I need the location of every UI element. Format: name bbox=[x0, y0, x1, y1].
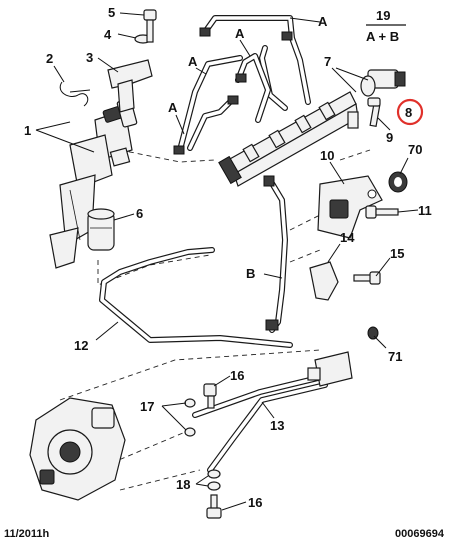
washer-upper-2 bbox=[184, 427, 196, 437]
highlighted-callout-8: 8 bbox=[396, 98, 424, 126]
rail-bolt bbox=[367, 97, 381, 128]
callout-15: 15 bbox=[390, 246, 404, 261]
dashed-guides bbox=[59, 149, 371, 491]
pipe-bracket bbox=[309, 261, 339, 301]
legend-box: 19 A + B bbox=[366, 8, 406, 44]
callout-a-low: A bbox=[168, 100, 178, 115]
injector-clamp bbox=[107, 59, 153, 113]
callout-7: 7 bbox=[324, 54, 331, 69]
callout-4: 4 bbox=[104, 27, 112, 42]
callout-71: 71 bbox=[388, 349, 402, 364]
washer-lower-1 bbox=[207, 469, 221, 479]
connector-nut bbox=[367, 326, 379, 340]
banjo-bolt-lower bbox=[206, 494, 222, 519]
retaining-clip bbox=[59, 81, 91, 107]
callout-3: 3 bbox=[86, 50, 93, 65]
callout-a-left: A bbox=[188, 54, 198, 69]
high-pressure-pump bbox=[29, 397, 126, 501]
footer-reference: 00069694 bbox=[395, 528, 444, 540]
pipe-bracket-bolt bbox=[353, 271, 381, 285]
callout-2: 2 bbox=[46, 51, 53, 66]
callout-9: 9 bbox=[386, 130, 393, 145]
hp-pipes-a bbox=[173, 15, 311, 155]
supply-pipes bbox=[192, 375, 328, 473]
callout-18: 18 bbox=[176, 477, 190, 492]
callout-13: 13 bbox=[270, 418, 284, 433]
callout-70: 70 bbox=[408, 142, 422, 157]
legend-text: A + B bbox=[366, 29, 399, 44]
return-pipe-b bbox=[99, 175, 293, 348]
washer-upper-1 bbox=[184, 398, 196, 408]
callout-1: 1 bbox=[24, 123, 31, 138]
callout-16-upper: 16 bbox=[230, 368, 244, 383]
callout-8: 8 bbox=[405, 105, 412, 120]
callout-a-mid: A bbox=[235, 26, 245, 41]
callout-b: B bbox=[246, 266, 255, 281]
fuel-rail bbox=[218, 91, 359, 187]
bracket-bolt bbox=[365, 205, 399, 219]
callout-14: 14 bbox=[340, 230, 355, 245]
callout-11: 11 bbox=[418, 203, 432, 218]
rail-bracket bbox=[317, 175, 383, 239]
pipe-connector bbox=[307, 351, 353, 387]
banjo-bolt-upper bbox=[203, 383, 217, 409]
washer-lower-2 bbox=[207, 481, 221, 491]
callout-labels: 1 2 3 4 5 6 7 9 10 11 12 13 14 15 16 16 … bbox=[24, 5, 432, 510]
callout-16-lower: 16 bbox=[248, 495, 262, 510]
callout-a-top: A bbox=[318, 14, 328, 29]
injector-seal bbox=[87, 208, 115, 251]
callout-5: 5 bbox=[108, 5, 115, 20]
leader-lines bbox=[35, 12, 419, 511]
legend-number: 19 bbox=[376, 8, 390, 23]
footer-date: 11/2011h bbox=[4, 528, 50, 540]
pressure-sensor bbox=[360, 69, 406, 97]
callout-12: 12 bbox=[74, 338, 88, 353]
callout-6: 6 bbox=[136, 206, 143, 221]
callout-17: 17 bbox=[140, 399, 154, 414]
highlight-ring bbox=[396, 98, 424, 126]
rail-nut bbox=[388, 171, 408, 193]
injector bbox=[49, 98, 138, 269]
callout-10: 10 bbox=[320, 148, 334, 163]
